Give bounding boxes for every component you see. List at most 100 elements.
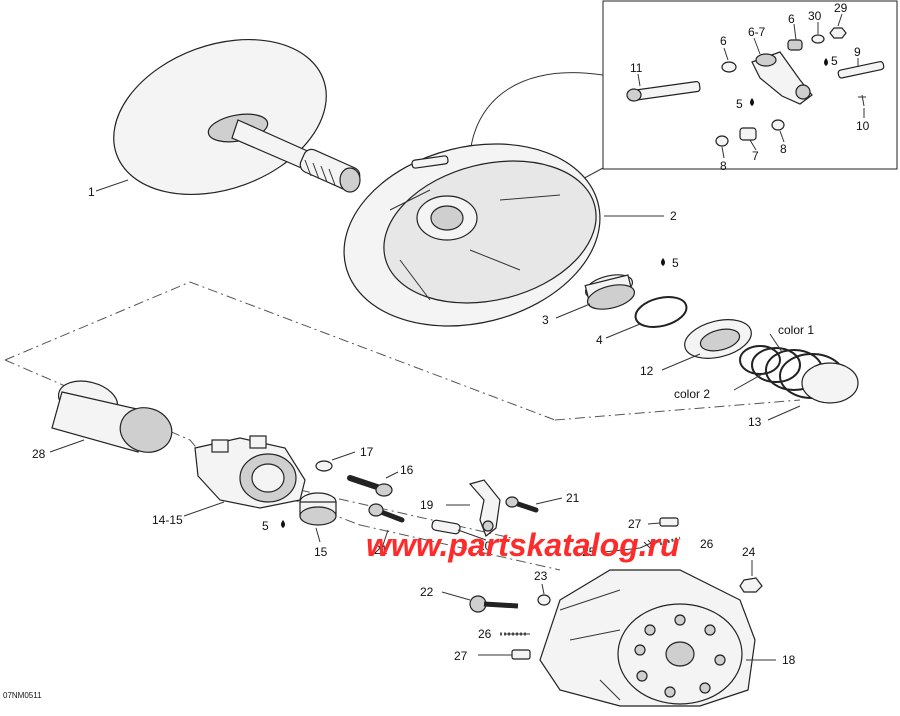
label-color-2: color 2 bbox=[674, 387, 710, 401]
leader-20 bbox=[457, 529, 487, 541]
callout-6: 6 bbox=[720, 34, 727, 48]
spring-part-25 bbox=[639, 539, 659, 549]
callout-30: 30 bbox=[808, 9, 822, 23]
leader-21-bottom bbox=[381, 529, 389, 549]
callout-12: 12 bbox=[640, 364, 654, 378]
fixed-sheave-part-1 bbox=[113, 38, 361, 196]
callout-8: 8 bbox=[720, 159, 727, 173]
grease-icon bbox=[281, 520, 285, 528]
callout-21: 21 bbox=[566, 491, 580, 505]
callout-8: 8 bbox=[780, 142, 787, 156]
leader-21-top bbox=[535, 497, 563, 505]
pin-part-9 bbox=[837, 61, 885, 79]
leader-color1 bbox=[769, 333, 783, 353]
leader-23 bbox=[541, 583, 545, 595]
watermark-text: www.partskatalog.ru bbox=[366, 527, 680, 563]
cotter-pin-part-10 bbox=[858, 94, 866, 107]
callout-7: 7 bbox=[752, 149, 759, 163]
callout-29: 29 bbox=[834, 1, 848, 15]
roller-part-7 bbox=[739, 127, 757, 141]
callout-5: 5 bbox=[262, 519, 269, 533]
screw-part-21-bottom bbox=[368, 503, 405, 523]
grease-icon bbox=[661, 258, 665, 266]
leader-15 bbox=[315, 527, 321, 543]
leader-1 bbox=[95, 179, 129, 192]
leader-3 bbox=[555, 303, 591, 319]
leader-28 bbox=[49, 439, 85, 453]
inset-leader-lines bbox=[637, 13, 865, 159]
pin-part-20 bbox=[431, 519, 461, 535]
grease-icon bbox=[824, 58, 828, 66]
bushing-part-15 bbox=[299, 492, 337, 526]
washer-part-6-left bbox=[721, 61, 737, 73]
callout-5: 5 bbox=[736, 97, 743, 111]
callout-16: 16 bbox=[400, 463, 414, 477]
nut-part-29 bbox=[829, 27, 847, 39]
callout-3: 3 bbox=[542, 313, 549, 327]
callout-21: 21 bbox=[374, 543, 388, 557]
callout-6: 6 bbox=[788, 12, 795, 26]
leader-16 bbox=[385, 471, 399, 479]
callout-13: 13 bbox=[748, 415, 762, 429]
washer-part-23 bbox=[537, 594, 551, 606]
label-color-1: color 1 bbox=[778, 323, 814, 337]
spider-hub-part-14-15 bbox=[194, 435, 306, 509]
callout-25: 25 bbox=[582, 545, 596, 559]
callout-4: 4 bbox=[596, 333, 603, 347]
leader-17 bbox=[331, 451, 356, 461]
shim-part-26-top bbox=[659, 536, 681, 546]
grease-icon bbox=[750, 98, 754, 106]
leader-4 bbox=[605, 323, 641, 339]
washer-part-8-right bbox=[771, 119, 785, 131]
movable-sheave-part-2 bbox=[343, 143, 601, 327]
leader-13 bbox=[767, 405, 801, 421]
screw-part-21-top bbox=[505, 496, 539, 513]
screw-part-16 bbox=[347, 475, 393, 497]
lever-arm-part-6-7 bbox=[751, 51, 813, 105]
callout-26: 26 bbox=[478, 627, 492, 641]
bushing-part-6-top bbox=[787, 39, 803, 51]
detail-inset-frame bbox=[602, 0, 898, 170]
callout-27: 27 bbox=[628, 517, 642, 531]
slider-block-part-27-bottom bbox=[511, 649, 531, 660]
callout-27: 27 bbox=[454, 649, 468, 663]
callout-14-15: 14-15 bbox=[152, 513, 183, 527]
callout-23: 23 bbox=[534, 569, 548, 583]
washer-part-30 bbox=[811, 34, 825, 44]
washer-part-8-left bbox=[715, 135, 729, 147]
assembly-outline-bottom bbox=[299, 489, 561, 571]
callout-5: 5 bbox=[672, 256, 679, 270]
callout-20: 20 bbox=[478, 539, 492, 553]
callout-5-inset: 5 bbox=[831, 54, 838, 68]
cam-lever-part-19 bbox=[468, 479, 501, 537]
callout-1: 1 bbox=[88, 185, 95, 199]
callout-15: 15 bbox=[314, 545, 328, 559]
leader-14-15 bbox=[183, 501, 225, 517]
spring-part-13 bbox=[739, 345, 859, 404]
callout-18: 18 bbox=[782, 653, 796, 667]
callout-2: 2 bbox=[670, 209, 677, 223]
bushing-part-3 bbox=[584, 274, 636, 310]
circlip-part-4 bbox=[634, 296, 688, 328]
slider-block-part-27-top bbox=[659, 517, 679, 527]
callout-19: 19 bbox=[420, 498, 434, 512]
drawing-code: 07NM0511 bbox=[3, 691, 42, 700]
bolt-part-22 bbox=[469, 595, 519, 613]
callout-28: 28 bbox=[32, 447, 46, 461]
callout-11: 11 bbox=[630, 61, 643, 75]
callout-24: 24 bbox=[742, 545, 756, 559]
leader-22 bbox=[441, 591, 471, 601]
callout-10: 10 bbox=[856, 119, 870, 133]
seal-ring-part-12 bbox=[684, 319, 752, 359]
leader-27-top bbox=[647, 522, 661, 525]
washer-part-17 bbox=[315, 460, 333, 472]
leader-25 bbox=[603, 547, 641, 553]
callout-26: 26 bbox=[700, 537, 714, 551]
sleeve-part-28 bbox=[51, 380, 173, 453]
leader-color2 bbox=[733, 371, 767, 391]
callout-17: 17 bbox=[360, 445, 374, 459]
callout-6-7: 6-7 bbox=[748, 25, 766, 39]
pin-part-11 bbox=[626, 80, 701, 102]
